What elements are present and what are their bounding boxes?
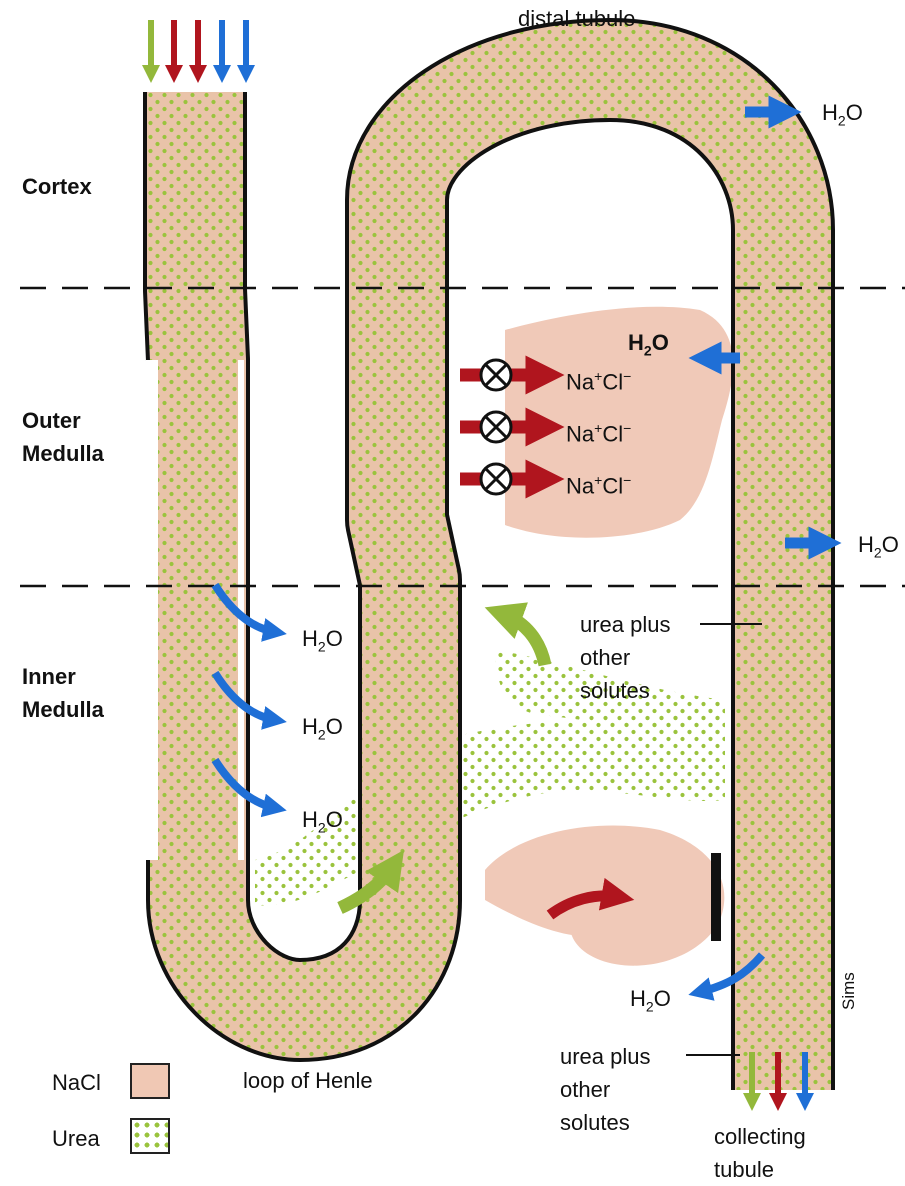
legend-urea-swatch <box>130 1118 170 1154</box>
cl: Cl <box>602 473 623 498</box>
cl: Cl <box>602 369 623 394</box>
na: Na <box>566 369 594 394</box>
water-h: H <box>822 100 838 125</box>
water-o: O <box>326 626 343 651</box>
water-label-descending-2: H2O <box>302 710 343 751</box>
zone-inner-medulla-line1: Inner <box>22 660 104 693</box>
water-sub: 2 <box>646 998 654 1014</box>
cl-charge: − <box>623 420 631 436</box>
water-o: O <box>882 532 899 557</box>
water-label-collecting-inner: H2O <box>630 982 671 1023</box>
zone-outer-medulla-line1: Outer <box>22 404 104 437</box>
water-sub: 2 <box>318 726 326 742</box>
na: Na <box>566 473 594 498</box>
label-urea-bottom-line2: other <box>560 1073 651 1106</box>
water-o: O <box>326 807 343 832</box>
label-collecting-tubule: collecting tubule <box>714 1120 806 1186</box>
water-h: H <box>628 330 644 355</box>
water-o: O <box>654 986 671 1011</box>
water-label-descending-1: H2O <box>302 622 343 663</box>
water-h: H <box>630 986 646 1011</box>
label-urea-solutes-bottom: urea plus other solutes <box>560 1040 651 1139</box>
water-o: O <box>846 100 863 125</box>
legend-nacl-swatch <box>130 1063 170 1099</box>
cl-charge: − <box>623 472 631 488</box>
water-h: H <box>302 714 318 739</box>
water-sub: 2 <box>644 342 652 358</box>
water-label-distal: H2O <box>822 96 863 137</box>
na: Na <box>566 421 594 446</box>
cl: Cl <box>602 421 623 446</box>
cl-charge: − <box>623 368 631 384</box>
nacl-label-3: Na+Cl− <box>566 464 631 502</box>
water-o: O <box>652 330 669 355</box>
zone-outer-medulla: Outer Medulla <box>22 404 104 470</box>
water-o: O <box>326 714 343 739</box>
label-urea-bottom-line3: solutes <box>560 1106 651 1139</box>
label-urea-bottom-line1: urea plus <box>560 1040 651 1073</box>
zone-inner-medulla: Inner Medulla <box>22 660 104 726</box>
label-artist-signature: Sims <box>832 972 865 1010</box>
label-collecting-tubule-line2: tubule <box>714 1153 806 1186</box>
legend-nacl-label: NaCl <box>52 1066 101 1099</box>
label-urea-mid-line2: other <box>580 641 671 674</box>
nacl-label-1: Na+Cl− <box>566 360 631 398</box>
water-label-collecting-outer: H2O <box>858 528 899 569</box>
water-sub: 2 <box>874 544 882 560</box>
label-collecting-tubule-line1: collecting <box>714 1120 806 1153</box>
water-sub: 2 <box>838 112 846 128</box>
water-h: H <box>302 626 318 651</box>
impermeable-cap <box>711 853 721 941</box>
zone-inner-medulla-line2: Medulla <box>22 693 104 726</box>
label-loop-of-henle: loop of Henle <box>243 1064 373 1097</box>
water-label-outer-medulla: H2O <box>628 326 669 367</box>
water-h: H <box>858 532 874 557</box>
zone-outer-medulla-line2: Medulla <box>22 437 104 470</box>
water-label-descending-3: H2O <box>302 803 343 844</box>
zone-cortex: Cortex <box>22 170 92 203</box>
label-distal-tubule: distal tubule <box>518 2 635 35</box>
legend-urea-label: Urea <box>52 1122 100 1155</box>
label-urea-mid-line1: urea plus <box>580 608 671 641</box>
label-urea-solutes-mid: urea plus other solutes <box>580 608 671 707</box>
water-sub: 2 <box>318 819 326 835</box>
nacl-label-2: Na+Cl− <box>566 412 631 450</box>
label-urea-mid-line3: solutes <box>580 674 671 707</box>
water-h: H <box>302 807 318 832</box>
water-sub: 2 <box>318 638 326 654</box>
